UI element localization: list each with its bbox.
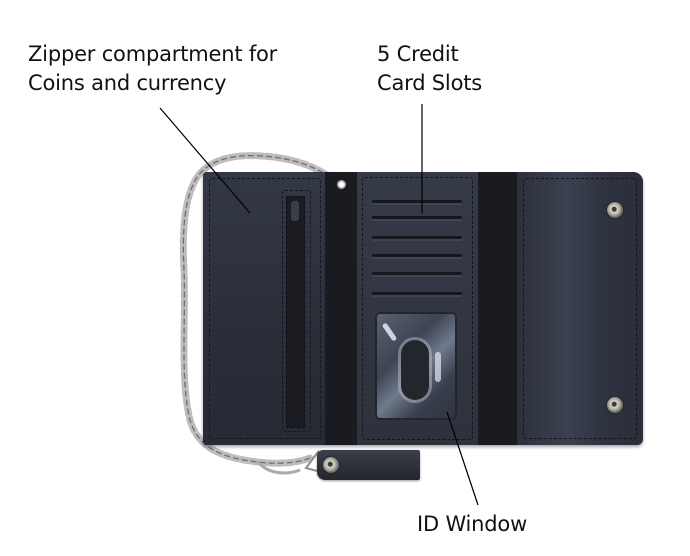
id-window: [375, 312, 457, 420]
wallet-body: [203, 172, 643, 445]
zipper-label-line-2: Coins and currency: [28, 71, 227, 95]
id-window-cutout: [401, 340, 429, 400]
stitching: [209, 178, 321, 439]
zipper-pull: [291, 201, 299, 221]
zipper-label-line-1: Zipper compartment for: [28, 42, 278, 66]
card-slots-label-line-2: Card Slots: [377, 71, 482, 95]
snap-button-bottom: [607, 397, 623, 413]
stitching: [362, 177, 473, 440]
snap-flap-panel: [517, 172, 643, 445]
chain-strap: [317, 450, 420, 480]
strap-snap-icon: [323, 457, 339, 473]
card-slot: [372, 216, 462, 219]
zipper-compartment-panel: [203, 172, 325, 445]
card-slot: [372, 200, 462, 203]
id-window-label: ID Window: [417, 512, 528, 536]
id-window-callout-line: [446, 411, 479, 506]
stitching: [282, 190, 311, 432]
card-slot: [372, 272, 462, 275]
card-slot: [372, 236, 462, 239]
card-slots-label-line-1: 5 Credit: [377, 42, 459, 66]
zipper-callout-line: [159, 107, 251, 214]
wallet-spine-right: [478, 172, 517, 445]
stitching: [523, 178, 637, 439]
zipper-pocket: [286, 196, 305, 428]
wallet-spine-left: [325, 172, 357, 445]
glare: [435, 352, 441, 382]
snap-button-top: [607, 202, 623, 218]
card-slots-panel: [357, 172, 478, 445]
chain-rivet: [337, 180, 346, 189]
card-slot: [372, 254, 462, 257]
card-slot: [372, 292, 462, 295]
